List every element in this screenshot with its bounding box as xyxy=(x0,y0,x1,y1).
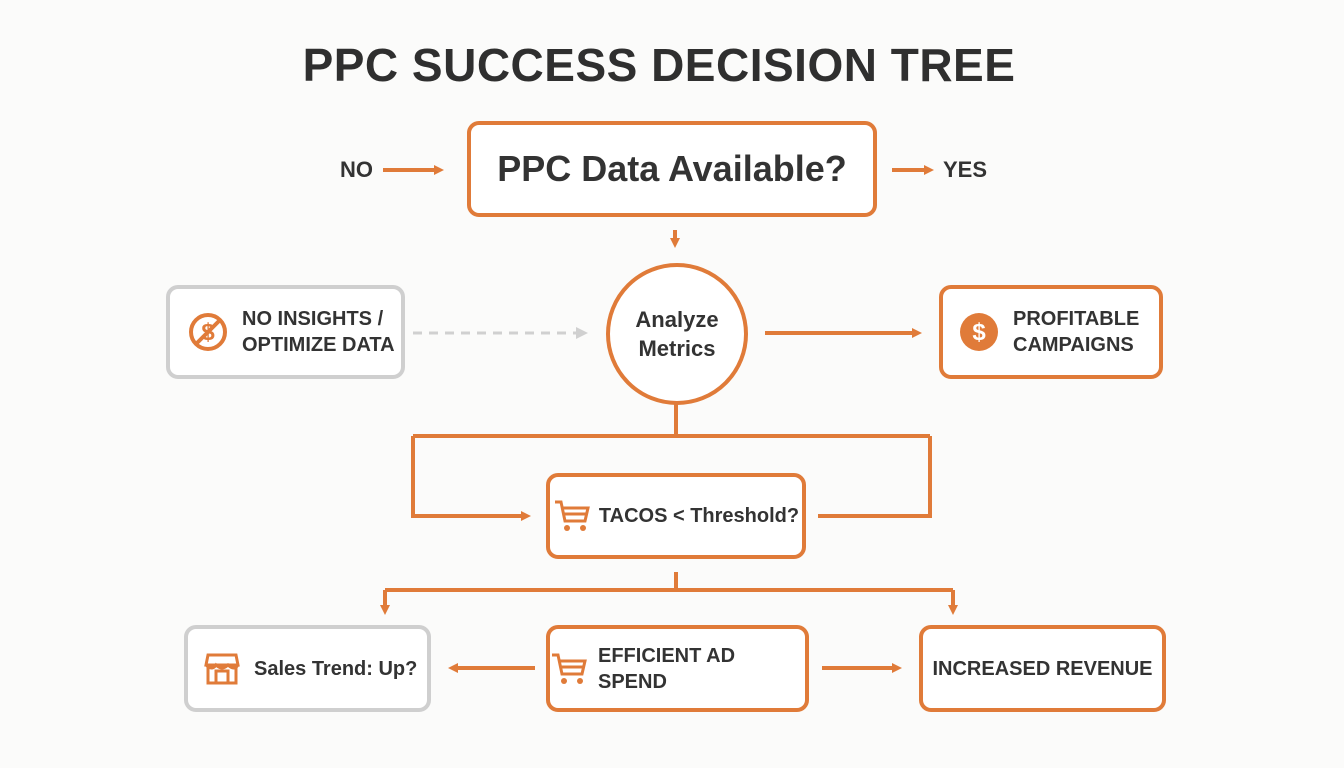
node-analyze-metrics[interactable]: Analyze Metrics xyxy=(606,263,748,405)
cart-icon xyxy=(550,652,588,686)
node-label: EFFICIENT AD SPEND xyxy=(598,644,736,693)
branch-lines xyxy=(411,404,932,518)
store-icon xyxy=(204,651,240,687)
node-label: TACOS < Threshold? xyxy=(598,505,800,527)
node-efficient-ad-spend[interactable]: EFFICIENT AD SPEND xyxy=(546,625,809,712)
node-label: NO INSIGHTS / xyxy=(242,308,384,330)
svg-text:$: $ xyxy=(972,319,986,346)
node-sales-trend[interactable]: Sales Trend: Up? xyxy=(184,625,431,712)
split-lines xyxy=(383,572,955,608)
node-label: Metrics xyxy=(638,336,716,361)
page-title: PPC SUCCESS DECISION TREE xyxy=(302,39,1016,91)
node-label: PPC Data Available? xyxy=(497,148,847,189)
cart-icon xyxy=(553,499,591,533)
yes-label: YES xyxy=(943,157,988,182)
node-no-insights[interactable]: $ NO INSIGHTS / OPTIMIZE DATA xyxy=(166,285,405,379)
node-label: INCREASED REVENUE xyxy=(932,657,1153,680)
node-increased-revenue[interactable]: INCREASED REVENUE xyxy=(919,625,1166,712)
no-label: NO xyxy=(340,157,373,182)
dollar-icon: $ xyxy=(959,312,999,352)
node-tacos-threshold[interactable]: TACOS < Threshold? xyxy=(546,473,806,559)
node-label: OPTIMIZE DATA xyxy=(242,334,395,356)
no-dollar-icon: $ xyxy=(188,312,228,352)
node-label: CAMPAIGNS xyxy=(1013,334,1134,356)
node-ppc-data-available[interactable]: PPC Data Available? xyxy=(467,121,877,217)
node-profitable-campaigns[interactable]: $ PROFITABLE CAMPAIGNS xyxy=(939,285,1163,379)
node-label: Sales Trend: Up? xyxy=(254,657,418,680)
node-label: PROFITABLE xyxy=(1013,308,1140,330)
node-label: Analyze xyxy=(635,307,719,332)
